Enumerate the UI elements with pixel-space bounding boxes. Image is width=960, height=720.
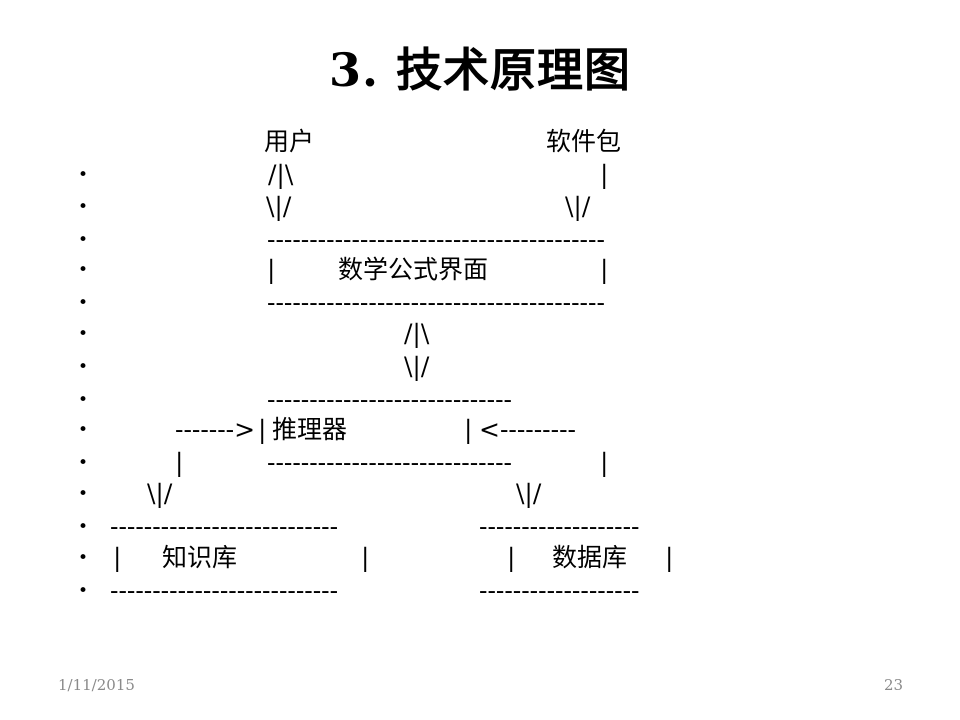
diagram-text-segment: | [361,543,370,572]
diagram-text-segment: | [113,543,122,572]
bullet-point: • [78,548,89,568]
diagram-text-segment: \|/ [404,352,430,381]
diagram-text-segment: /|\ [268,160,294,189]
diagram-text-segment: | [600,160,609,189]
bullet-point: • [78,390,89,410]
bullet-point: • [78,517,89,537]
diagram-text-segment: ----------------------------- [267,385,512,414]
diagram-text-segment: 软件包 [546,127,622,156]
bullet-point: • [78,453,89,473]
diagram-text-segment: | [175,448,184,477]
diagram-text-segment: ---------------------------------------- [267,288,605,317]
diagram-text-segment: 知识库 [162,543,238,572]
diagram-text-segment: ------------------- [479,512,640,541]
bullet-point: • [78,165,89,185]
diagram-text-segment: 数据库 [552,543,628,572]
diagram-text-segment: | [665,543,674,572]
diagram-text-segment: | [600,448,609,477]
slide-title: 3. 技术原理图 [328,43,632,97]
diagram-text-segment: \|/ [147,479,173,508]
diagram-text-segment: | [267,255,276,284]
bullet-point: • [78,230,89,250]
footer-date: 1/11/2015 [58,676,135,694]
diagram-text-segment: ---------------------------------------- [267,225,605,254]
diagram-text-segment: -------> [175,415,256,444]
bullet-point: • [78,197,89,217]
diagram-text-segment: | [464,415,473,444]
diagram-text-segment: \|/ [516,479,542,508]
footer-page-number: 23 [884,676,904,694]
diagram-text-segment: <--------- [479,415,576,444]
diagram-text-segment: 推理器 [272,415,348,444]
diagram-text-segment: \|/ [266,192,292,221]
diagram-text-segment: --------------------------- [110,512,339,541]
diagram-text-segment: ----------------------------- [267,448,512,477]
bullet-point: • [78,581,89,601]
diagram-text-segment: | [507,543,516,572]
diagram-text-segment: /|\ [404,319,430,348]
diagram-text-segment: \|/ [565,192,591,221]
bullet-point: • [78,260,89,280]
bullet-point: • [78,420,89,440]
bullet-point: • [78,293,89,313]
diagram-text-segment: ------------------- [479,576,640,605]
diagram-text-segment: | [258,415,267,444]
diagram-text-segment: 用户 [264,127,315,156]
diagram-text-segment: | [600,255,609,284]
diagram-text-segment: --------------------------- [110,576,339,605]
diagram-text-segment: 数学公式界面 [338,255,489,284]
bullet-point: • [78,324,89,344]
bullet-point: • [78,484,89,504]
bullet-point: • [78,357,89,377]
